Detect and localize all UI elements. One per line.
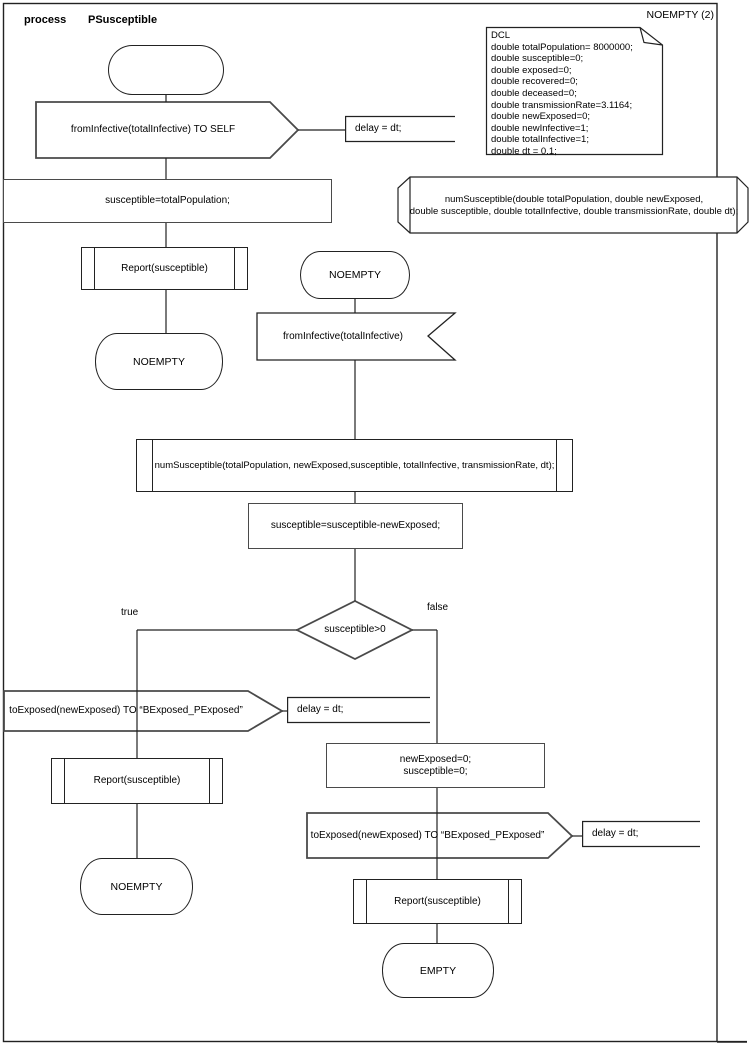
procedure-bar-icon: [366, 880, 367, 923]
delay-note-2: delay = dt;: [297, 704, 344, 715]
page-frame: [2, 2, 718, 1043]
procedure-bar-icon: [234, 248, 235, 289]
signature-note-text: numSusceptible(double totalPopulation, d…: [409, 194, 739, 217]
start-state-symbol: [108, 45, 224, 95]
task-reset-values: newExposed=0; susceptible=0;: [326, 743, 545, 788]
state-empty: EMPTY: [382, 943, 494, 998]
procedure-report-3: Report(susceptible): [353, 879, 522, 924]
dcl-fold-icon: [639, 27, 663, 46]
procedure-call-label: numSusceptible(totalPopulation, newExpos…: [154, 459, 555, 471]
state-noempty-right: NOEMPTY: [300, 251, 410, 299]
output-true-label: toExposed(newExposed) TO “BExposed_PExpo…: [9, 705, 243, 716]
procedure-report-2: Report(susceptible): [51, 758, 223, 804]
delay-note-3: delay = dt;: [592, 828, 639, 839]
output-self-label: fromInfective(totalInfective) TO SELF: [70, 124, 236, 135]
input-from-infective-label: fromInfective(totalInfective): [282, 330, 404, 342]
procedure-report-1-label: Report(susceptible): [121, 262, 208, 274]
dcl-text-symbol-shape: [485, 26, 664, 156]
procedure-bar-icon: [508, 880, 509, 923]
process-keyword: process: [24, 14, 67, 26]
procedure-report-1: Report(susceptible): [81, 247, 248, 290]
procedure-call-numsusceptible: numSusceptible(totalPopulation, newExpos…: [136, 439, 573, 492]
frame-corner-label: NOEMPTY (2): [646, 9, 714, 21]
decision-true-label: true: [121, 607, 139, 618]
decision-diamond-shape: [294, 599, 414, 661]
delay-note-3-shape: [582, 820, 700, 848]
output-false-shape: [306, 812, 574, 859]
procedure-report-3-label: Report(susceptible): [394, 895, 481, 907]
delay-note-1: delay = dt;: [355, 123, 402, 134]
procedure-bar-icon: [94, 248, 95, 289]
input-symbol-shape: [256, 312, 457, 361]
connector-lines: [136, 95, 583, 944]
state-noempty-bottom: NOEMPTY: [80, 858, 193, 915]
output-self-shape: [35, 101, 300, 159]
task-init-susceptible: susceptible=totalPopulation;: [3, 179, 332, 223]
dcl-declarations: DCL double totalPopulation= 8000000; dou…: [491, 30, 633, 157]
procedure-bar-icon: [556, 440, 557, 491]
state-noempty-left: NOEMPTY: [95, 333, 223, 390]
task-update-susceptible: susceptible=susceptible-newExposed;: [248, 503, 463, 549]
procedure-bar-icon: [209, 759, 210, 803]
output-true-shape: [3, 690, 284, 732]
procedure-bar-icon: [64, 759, 65, 803]
decision-condition-label: susceptible>0: [324, 624, 386, 635]
delay-note-2-shape: [287, 696, 430, 724]
output-false-label: toExposed(newExposed) TO “BExposed_PExpo…: [310, 829, 545, 841]
procedure-report-2-label: Report(susceptible): [93, 775, 181, 786]
process-name: PSusceptible: [88, 14, 158, 26]
procedure-bar-icon: [152, 440, 153, 491]
decision-false-label: false: [427, 602, 449, 613]
delay-note-1-shape: [345, 115, 455, 143]
